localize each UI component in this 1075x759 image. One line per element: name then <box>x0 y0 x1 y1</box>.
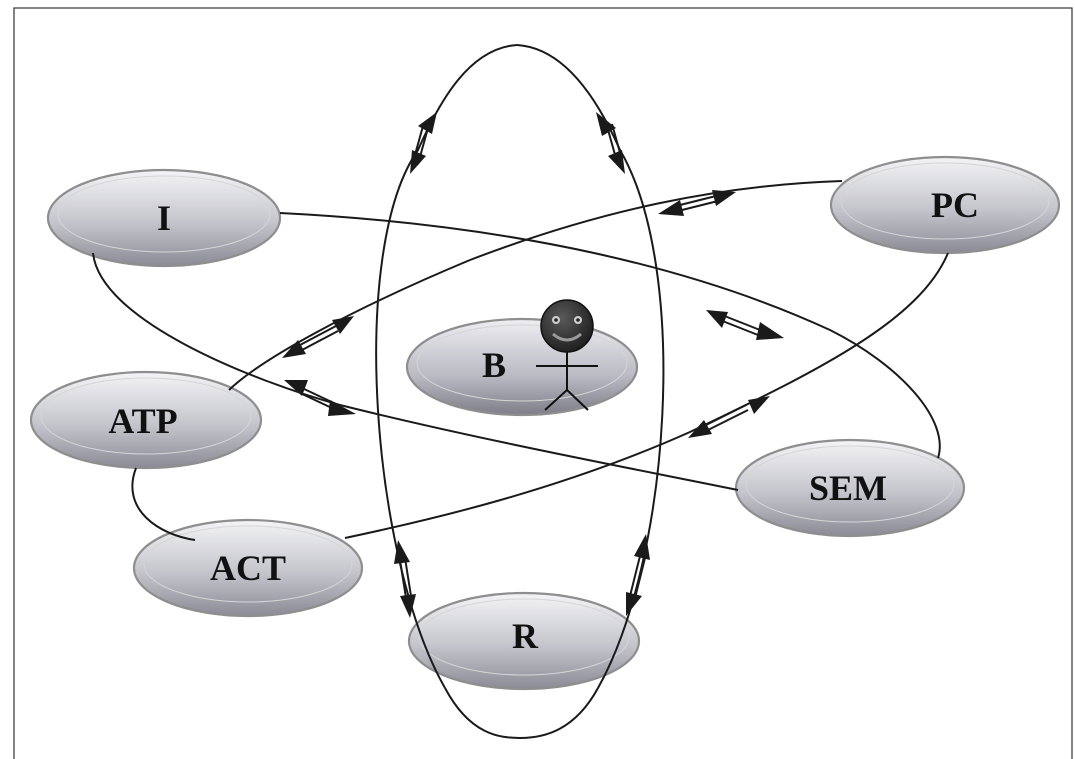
link-I-SEM-lower <box>92 252 739 491</box>
arrowhead <box>394 540 410 564</box>
arrowhead <box>748 396 770 414</box>
link-ATP-ACT <box>131 467 196 541</box>
arrowhead <box>400 594 416 618</box>
node-ATP <box>29 370 263 470</box>
arrowhead <box>634 534 650 560</box>
node-PC <box>829 155 1061 255</box>
node-label-SEM: SEM <box>809 468 887 508</box>
arrowhead <box>712 190 736 206</box>
arrowhead <box>688 420 712 438</box>
arrowhead <box>626 592 642 616</box>
link-loop-right <box>516 44 665 689</box>
arrowhead <box>608 150 625 174</box>
node-R <box>407 591 641 691</box>
arrowhead <box>418 112 437 134</box>
node-SEM <box>734 438 966 538</box>
arrowhead <box>332 316 354 334</box>
connections <box>92 44 949 740</box>
node-ACT <box>132 518 364 618</box>
node-B <box>405 317 639 417</box>
arrowhead <box>756 322 784 340</box>
link-PC-ACT <box>344 252 949 539</box>
node-label-R: R <box>512 616 539 656</box>
smiley-stick-figure-icon <box>536 299 598 411</box>
node-label-PC: PC <box>931 185 979 225</box>
frame-border <box>13 7 1073 759</box>
arrowhead <box>328 400 356 416</box>
arrowhead <box>284 380 308 396</box>
arrowhead <box>706 310 728 328</box>
node-label-I: I <box>157 198 171 238</box>
arrowhead <box>410 150 426 174</box>
node-I <box>46 168 282 268</box>
node-label-B: B <box>482 345 506 385</box>
arrowhead <box>596 112 616 136</box>
link-I-SEM <box>279 212 941 459</box>
arrow-connectors <box>282 112 784 618</box>
link-PC-ATP <box>228 180 843 391</box>
link-loop-bottom <box>444 687 599 740</box>
arrowhead <box>658 200 684 216</box>
arrowhead <box>282 340 306 358</box>
node-label-ATP: ATP <box>108 401 177 441</box>
node-label-ACT: ACT <box>210 548 286 588</box>
